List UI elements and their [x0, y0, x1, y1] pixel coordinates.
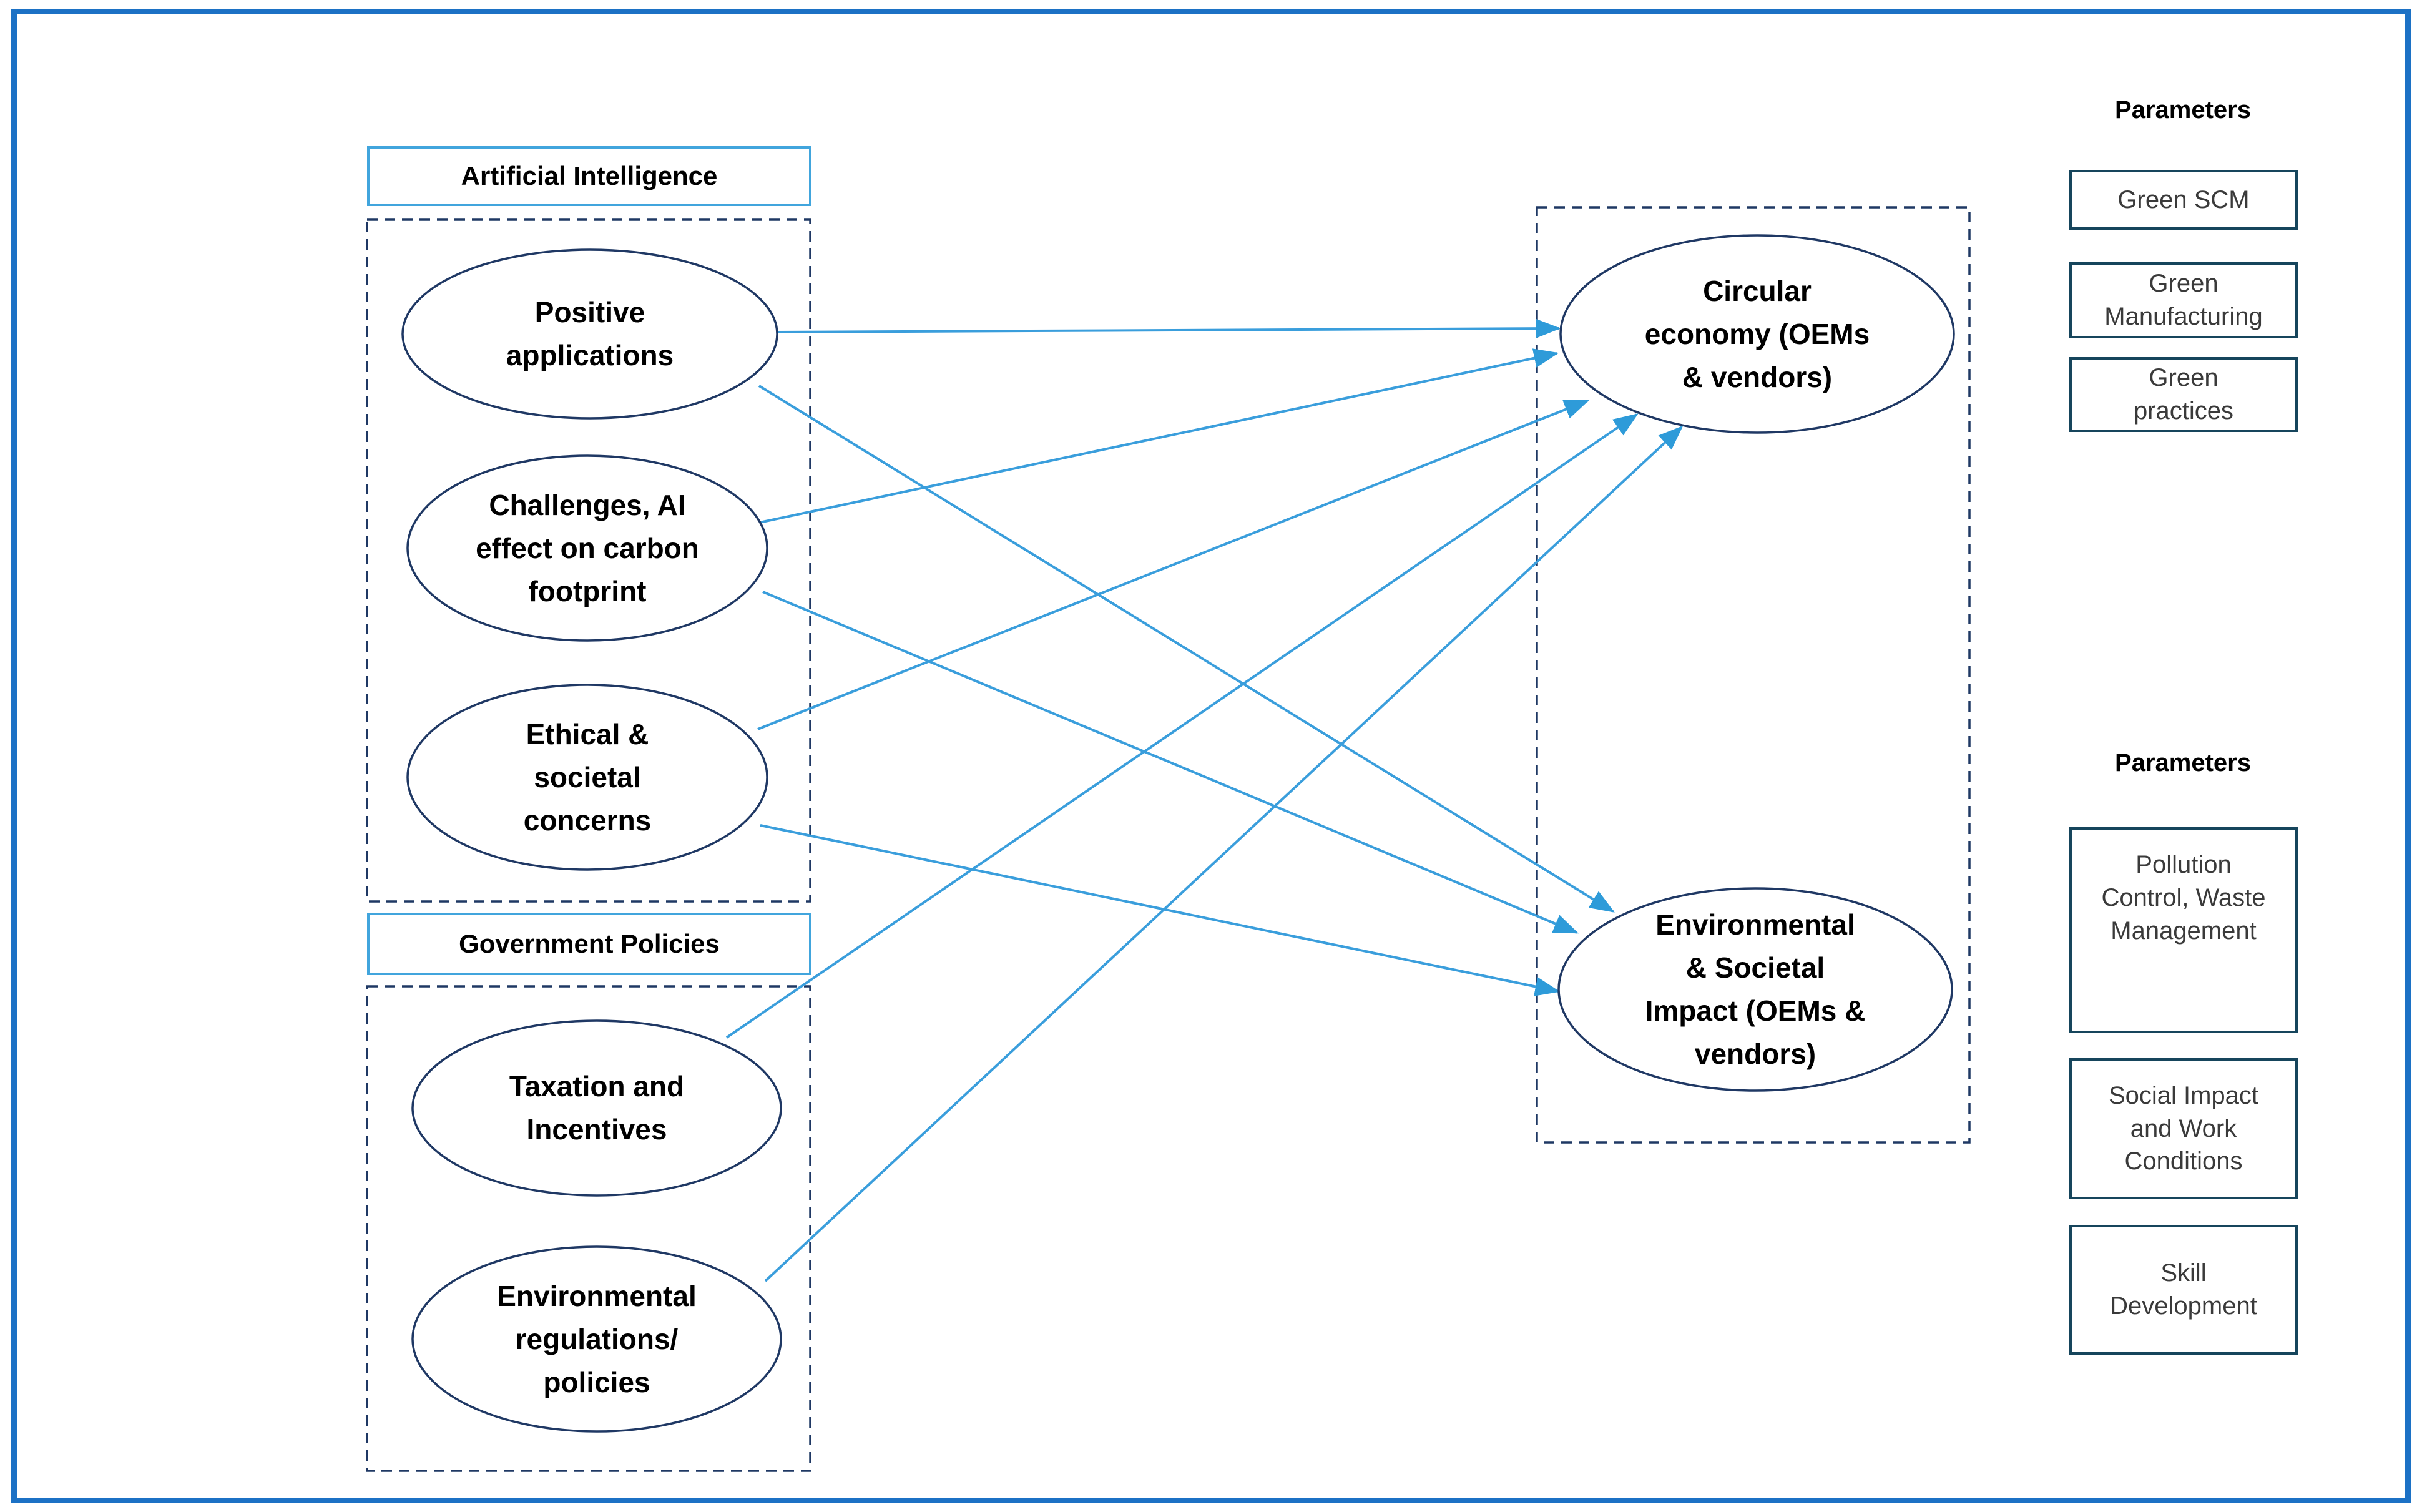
edge-positive-applications-to-circular-economy — [777, 318, 1561, 338]
government-group-label: Government Policies — [367, 913, 811, 975]
ai-group-label: Artificial Intelligence — [367, 146, 811, 206]
edge-challenges-ai-carbon-footprint-to-circular-economy — [756, 348, 1559, 524]
outer-border-frame — [11, 9, 2411, 1503]
outcomes-dashed-box — [1536, 206, 1971, 1144]
param-social-impact-work-conditions: Social Impact and Work Conditions — [2069, 1058, 2298, 1199]
environmental-regulations-policies-label: Environmental regulations/ policies — [497, 1279, 697, 1398]
edge-environmental-regulations-policies-to-circular-economy — [764, 425, 1684, 1282]
circular-economy-ellipse — [1559, 234, 1955, 434]
edge-positive-applications-to-environmental-societal-impact — [758, 385, 1615, 913]
taxation-incentives-ellipse — [411, 1019, 782, 1197]
parameters-bottom-title: Parameters — [2115, 749, 2251, 777]
ethical-societal-concerns-ellipse — [406, 684, 768, 871]
param-green-practices: Green practices — [2069, 357, 2298, 432]
edge-ethical-societal-concerns-to-circular-economy — [757, 400, 1590, 730]
circular-economy-label: Circular economy (OEMs & vendors) — [1644, 274, 1870, 393]
challenges-ai-carbon-footprint-label: Challenges, AI effect on carbon footprin… — [476, 488, 699, 607]
government-group-dashed-box — [366, 985, 811, 1472]
param-pollution-control-waste-management: Pollution Control, Waste Management — [2069, 827, 2298, 1033]
environmental-regulations-policies-ellipse — [411, 1245, 782, 1433]
taxation-incentives-label: Taxation and Incentives — [509, 1070, 685, 1146]
edge-taxation-incentives-to-circular-economy — [725, 413, 1639, 1039]
environmental-societal-impact-label: Environmental & Societal Impact (OEMs & … — [1645, 908, 1866, 1070]
positive-applications-label: Positive applications — [506, 296, 674, 371]
edge-ethical-societal-concerns-to-environmental-societal-impact — [760, 824, 1561, 996]
param-skill-development: Skill Development — [2069, 1225, 2298, 1355]
environmental-societal-impact-ellipse — [1557, 887, 1953, 1092]
edge-challenges-ai-carbon-footprint-to-environmental-societal-impact — [762, 591, 1579, 934]
param-green-scm: Green SCM — [2069, 170, 2298, 230]
parameters-top-title: Parameters — [2115, 96, 2251, 124]
param-green-manufacturing: Green Manufacturing — [2069, 262, 2298, 338]
challenges-ai-carbon-footprint-ellipse — [406, 454, 768, 642]
positive-applications-ellipse — [401, 248, 778, 420]
ethical-societal-concerns-label: Ethical & societal concerns — [523, 717, 652, 837]
ai-group-dashed-box — [366, 218, 811, 903]
